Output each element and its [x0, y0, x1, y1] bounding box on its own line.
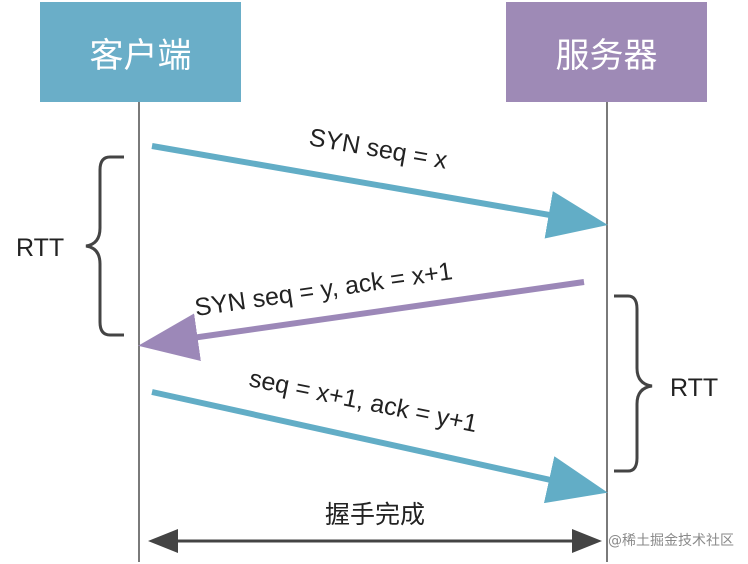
- ack-label: seq = x+1, ack = y+1: [247, 364, 480, 438]
- right-rtt-label: RTT: [670, 374, 718, 402]
- left-rtt-label: RTT: [16, 234, 64, 262]
- watermark: @稀土掘金技术社区: [608, 533, 734, 549]
- syn-arrow: [151, 143, 608, 239]
- syn-ack-arrow: [138, 279, 585, 361]
- client-label: 客户端: [89, 35, 192, 76]
- left-rtt-brace: [85, 155, 124, 337]
- server-label: 服务器: [555, 35, 658, 76]
- syn-label: SYN seq = x: [307, 123, 450, 174]
- handshake-complete-label: 握手完成: [325, 500, 425, 529]
- client-box: 客户端: [40, 2, 241, 102]
- right-rtt-brace: [614, 294, 653, 473]
- server-box: 服务器: [506, 2, 707, 102]
- syn-ack-label: SYN seq = y, ack = x+1: [193, 257, 454, 322]
- ack-arrow: [151, 389, 608, 504]
